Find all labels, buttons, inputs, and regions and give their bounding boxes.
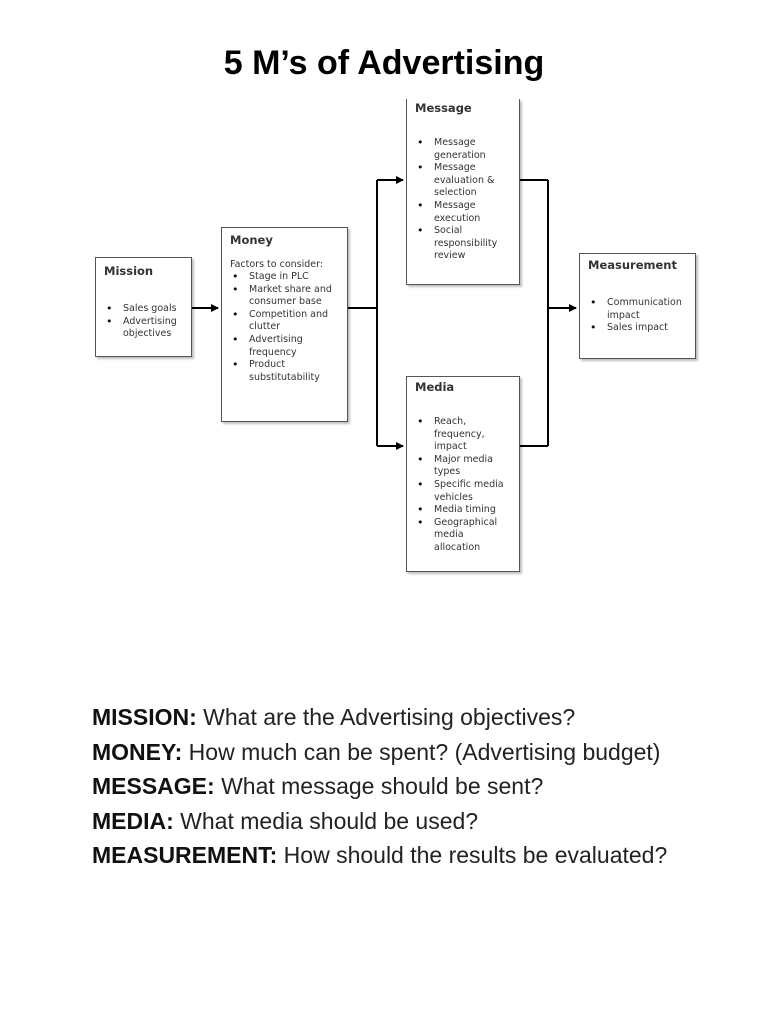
list-item: Product substitutability [230, 359, 339, 384]
list-item: Message execution [415, 200, 511, 225]
media-title: Media [415, 380, 455, 394]
list-item: Market share and consumer base [230, 284, 339, 309]
message-box: Message Message generation Message evalu… [406, 99, 520, 285]
definition-text: What are the Advertising objectives? [196, 704, 576, 730]
definition-text: What media should be used? [173, 807, 479, 834]
flow-diagram: Mission Sales goals Advertising objectiv… [0, 0, 768, 600]
definition-term: MISSION: [92, 704, 197, 730]
money-title: Money [230, 233, 273, 247]
definition-term: MONEY: [92, 738, 183, 765]
list-item: Message evaluation & selection [415, 162, 511, 200]
list-item: Major media types [415, 454, 511, 479]
media-list: Reach, frequency, impact Major media typ… [415, 416, 511, 555]
definition-term: MESSAGE: [92, 773, 215, 799]
list-item: Reach, frequency, impact [415, 416, 511, 454]
mission-title: Mission [104, 264, 154, 278]
definition-media: MEDIA: What media should be used? [92, 804, 688, 839]
measurement-title: Measurement [588, 258, 677, 272]
definition-text: How should the results be evaluated? [277, 842, 668, 868]
list-item: Sales goals [104, 303, 183, 316]
money-intro: Factors to consider: [230, 259, 324, 270]
measurement-list: Communication impact Sales impact [588, 297, 687, 335]
definition-text: How much can be spent? (Advertising budg… [182, 738, 661, 765]
list-item: Communication impact [588, 297, 687, 322]
definitions-list: MISSION: What are the Advertising object… [92, 700, 688, 873]
money-list: Stage in PLC Market share and consumer b… [230, 271, 339, 384]
definition-money: MONEY: How much can be spent? (Advertisi… [92, 735, 688, 770]
list-item: Advertising frequency [230, 334, 339, 359]
mission-list: Sales goals Advertising objectives [104, 303, 183, 341]
list-item: Media timing [415, 504, 511, 517]
list-item: Specific media vehicles [415, 479, 511, 504]
list-item: Stage in PLC [230, 271, 339, 284]
money-box: Money Factors to consider: Stage in PLC … [221, 227, 348, 422]
connector-lines [192, 176, 577, 450]
media-box: Media Reach, frequency, impact Major med… [406, 376, 520, 572]
measurement-box: Measurement Communication impact Sales i… [579, 253, 696, 359]
list-item: Sales impact [588, 322, 687, 335]
page-title: 5 M’s of Advertising [223, 44, 545, 82]
definition-mission: MISSION: What are the Advertising object… [92, 700, 688, 735]
list-item: Social responsibility review [415, 225, 511, 263]
list-item: Competition and clutter [230, 309, 339, 334]
list-item: Geographical media allocation [415, 517, 511, 555]
message-title: Message [415, 101, 472, 115]
definition-term: MEDIA: [92, 807, 174, 834]
list-item: Message generation [415, 137, 511, 162]
definition-measurement: MEASUREMENT: How should the results be e… [92, 838, 688, 873]
list-item: Advertising objectives [104, 316, 183, 341]
mission-box: Mission Sales goals Advertising objectiv… [95, 257, 192, 357]
definition-text: What message should be sent? [214, 773, 544, 799]
message-list: Message generation Message evaluation & … [415, 137, 511, 263]
definition-message: MESSAGE: What message should be sent? [92, 769, 688, 804]
definition-term: MEASUREMENT: [92, 842, 278, 868]
